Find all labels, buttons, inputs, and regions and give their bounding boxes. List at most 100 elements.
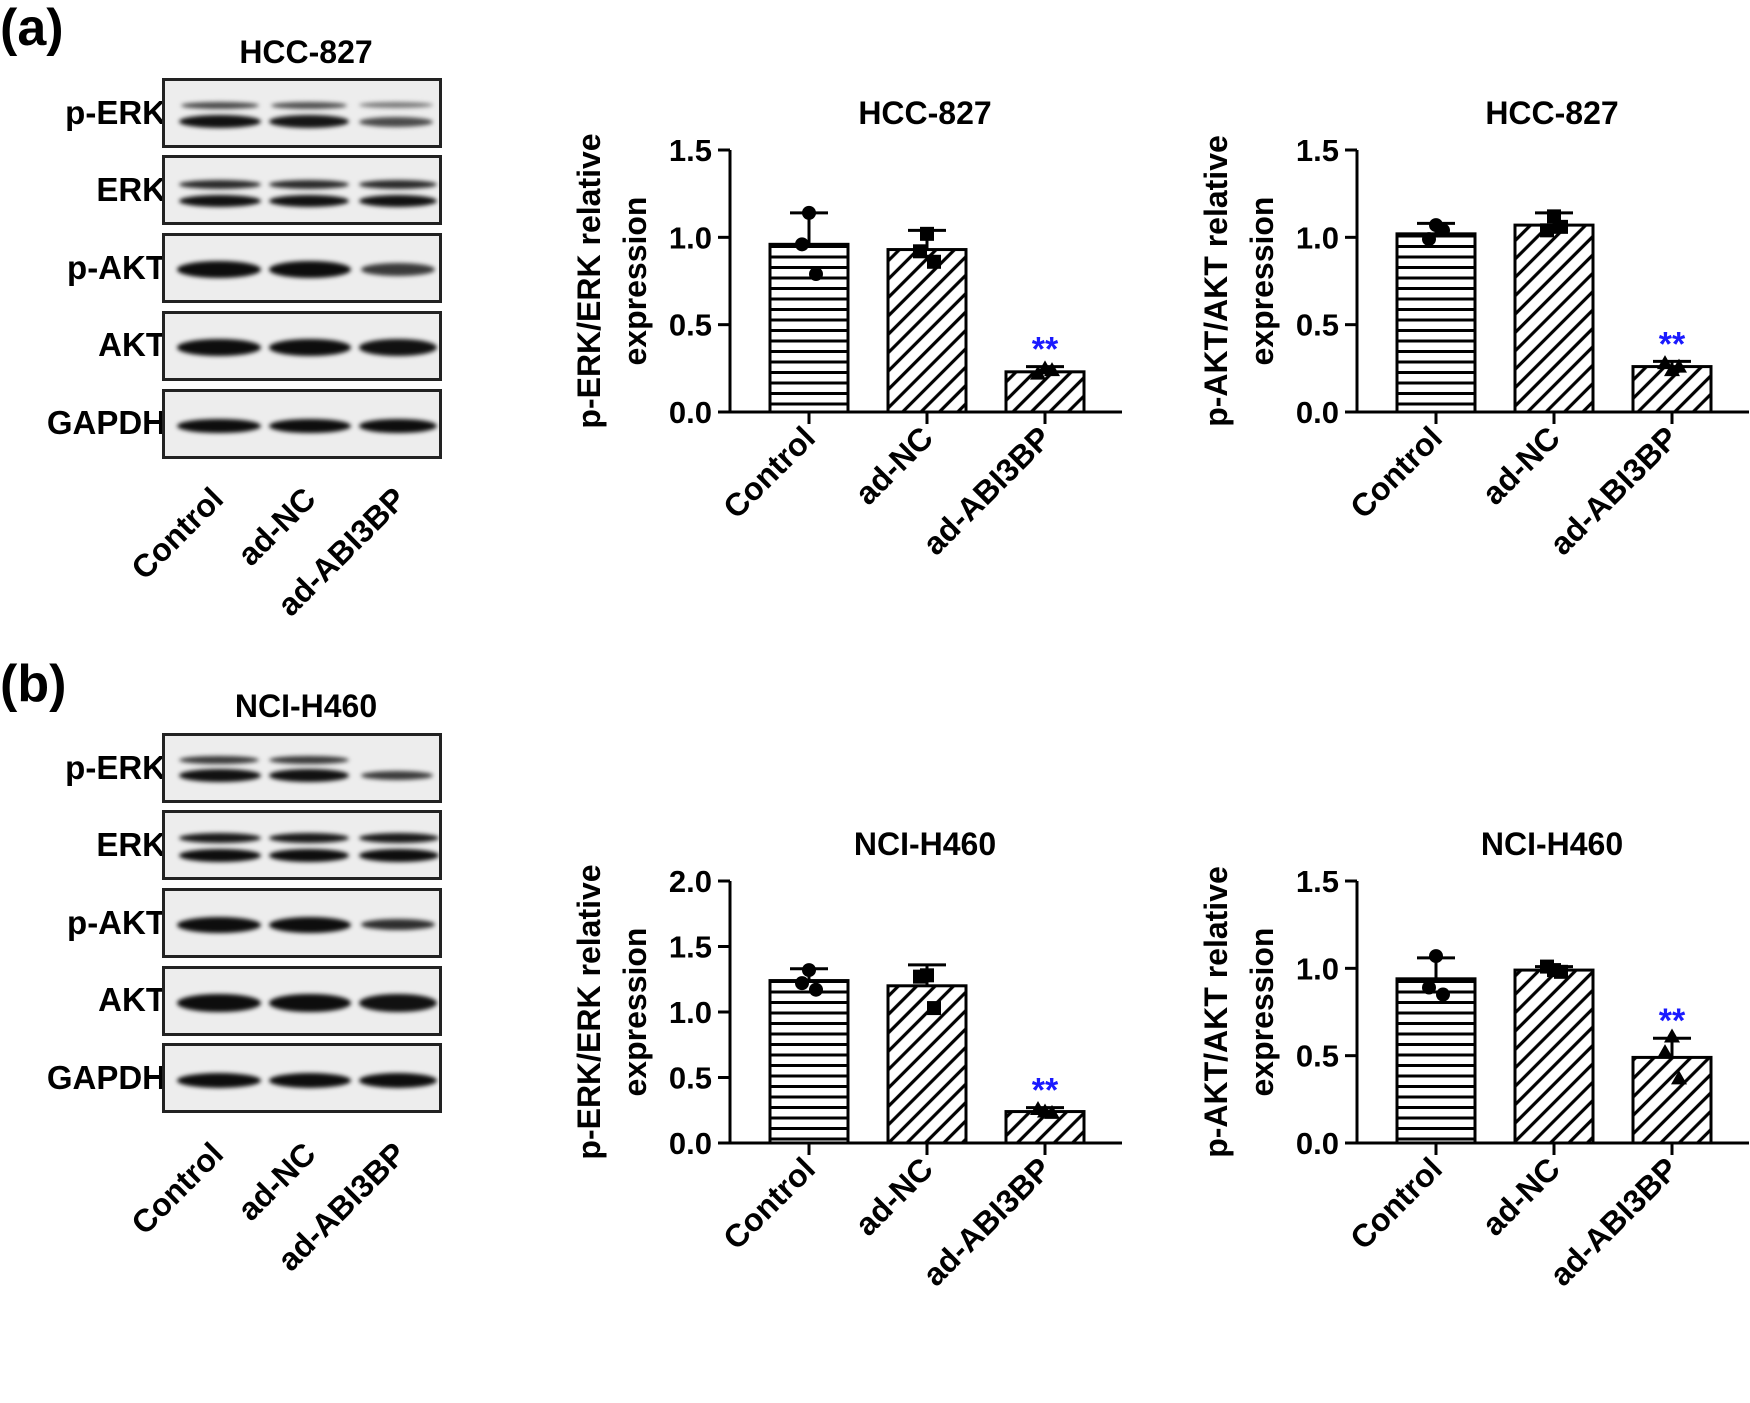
blot-band — [269, 195, 349, 207]
y-tick-label: 1.0 — [1296, 220, 1339, 255]
significance-marker: ** — [1659, 325, 1686, 363]
blot-strip — [162, 888, 442, 958]
bar — [1513, 223, 1595, 414]
blot-band — [269, 756, 349, 764]
blot-band — [269, 261, 351, 278]
bar — [886, 248, 968, 414]
data-point — [1664, 1028, 1680, 1043]
blot-band — [361, 919, 435, 930]
significance-marker: ** — [1659, 1002, 1686, 1040]
blot-band — [269, 1073, 351, 1088]
data-point — [1030, 365, 1046, 380]
blot-band — [269, 994, 351, 1012]
panel-label-a: (a) — [0, 0, 64, 57]
data-point — [920, 226, 934, 241]
blot-row-label: GAPDH — [46, 404, 166, 441]
blot-row-label: p-AKT — [67, 249, 166, 286]
y-tick-label: 1.5 — [669, 133, 712, 168]
y-axis-label: p-ERK/ERK relative — [571, 864, 607, 1159]
bar — [1513, 968, 1595, 1145]
blot-title: HCC-827 — [239, 34, 373, 70]
blot-strip — [162, 810, 442, 880]
y-tick-label: 0.5 — [669, 1061, 712, 1096]
chart-title: HCC-827 — [858, 95, 991, 131]
blot-band — [269, 180, 349, 189]
blot-band — [177, 261, 261, 278]
data-point — [795, 976, 809, 991]
blot-band — [181, 102, 259, 109]
y-tick-label: 0.5 — [1296, 308, 1339, 343]
significance-marker: ** — [1032, 1072, 1059, 1110]
data-point — [927, 1001, 941, 1016]
data-point — [1657, 355, 1673, 370]
blot-band — [269, 849, 349, 862]
data-point — [1044, 1104, 1060, 1119]
data-point — [1554, 964, 1568, 979]
bar — [1395, 977, 1477, 1145]
x-tick-label: ad-NC — [1475, 1150, 1567, 1242]
blot-band — [359, 1073, 437, 1088]
y-axis-label: expression — [1244, 928, 1280, 1097]
y-axis-label: p-AKT/AKT relative — [1198, 866, 1234, 1158]
data-point — [1030, 1100, 1046, 1115]
blot-band — [179, 833, 261, 843]
y-axis-label: expression — [617, 928, 653, 1097]
x-tick-label: Control — [1343, 1150, 1449, 1256]
x-tick-label: ad-ABI3BP — [1543, 1150, 1685, 1292]
blot-band — [359, 994, 437, 1012]
blot-title: NCI-H460 — [234, 688, 378, 724]
blot-band — [269, 339, 351, 356]
data-point — [1422, 232, 1436, 247]
data-point — [1422, 980, 1436, 995]
blot-band — [269, 917, 351, 933]
blot-strip — [162, 311, 442, 381]
y-tick-label: 1.5 — [1296, 133, 1339, 168]
y-tick-label: 0.0 — [669, 395, 712, 430]
data-point — [802, 205, 816, 220]
y-tick-label: 1.0 — [1296, 951, 1339, 986]
blot-band — [177, 419, 261, 433]
blot-strip — [162, 1043, 442, 1113]
blot-band — [359, 117, 433, 127]
data-point — [1044, 362, 1060, 377]
blot-band — [269, 115, 349, 128]
data-point — [1436, 987, 1450, 1002]
blot-band — [359, 102, 433, 108]
blot-band — [179, 195, 261, 207]
blot-row-label: p-ERK — [65, 94, 166, 131]
blot-band — [179, 769, 261, 782]
y-tick-label: 2.0 — [669, 864, 712, 899]
data-point — [1671, 1070, 1687, 1085]
data-point — [1657, 1044, 1673, 1059]
blot-row-label: ERK — [96, 171, 166, 208]
blot-band — [179, 180, 261, 189]
data-point — [927, 254, 941, 269]
data-point — [1540, 959, 1554, 974]
y-axis-label: p-AKT/AKT relative — [1198, 135, 1234, 427]
blot-strip — [162, 966, 442, 1036]
blot-band — [179, 756, 259, 764]
blot-band — [179, 115, 261, 128]
y-axis-label: p-ERK/ERK relative — [571, 133, 607, 428]
data-point — [913, 244, 927, 259]
data-point — [795, 237, 809, 252]
y-tick-label: 0.0 — [669, 1126, 712, 1161]
blot-band — [177, 994, 261, 1012]
blot-band — [271, 102, 347, 109]
blot-band — [361, 771, 433, 780]
data-point — [1671, 358, 1687, 373]
blot-band — [179, 849, 261, 862]
data-point — [809, 982, 823, 997]
y-tick-label: 0.5 — [1296, 1039, 1339, 1074]
chart-title: NCI-H460 — [854, 826, 996, 862]
blot-strip — [162, 233, 442, 303]
y-axis-label: expression — [1244, 197, 1280, 366]
blot-band — [177, 339, 261, 356]
y-tick-label: 1.0 — [669, 220, 712, 255]
blot-band — [177, 917, 261, 933]
data-point — [1540, 223, 1554, 238]
